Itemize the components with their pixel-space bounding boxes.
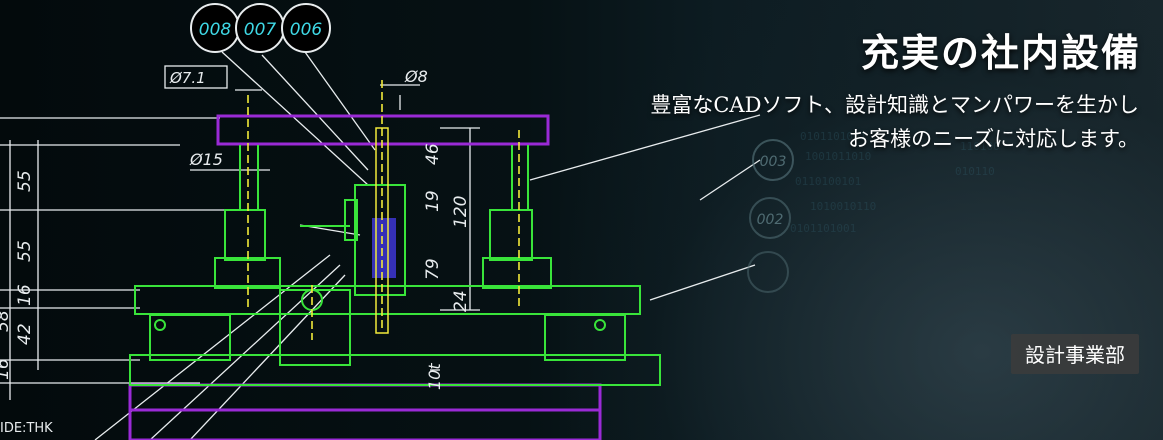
svg-text:010110: 010110 — [955, 165, 995, 178]
subheadline-line-1: 豊富なCADソフト、設計知識とマンパワーを生かし — [650, 93, 1139, 117]
faded-balloon-circle — [749, 197, 791, 239]
faded-balloon-label: 002 — [757, 212, 784, 228]
faded-balloon-circle — [747, 251, 789, 293]
division-badge: 設計事業部 — [1011, 334, 1139, 374]
frame-lines — [0, 84, 480, 400]
faded-balloon-label: 003 — [760, 154, 787, 170]
dimension-labels: Ø7.1 Ø8 Ø15 46 19 120 79 24 55 55 16 58 … — [0, 65, 471, 436]
svg-text:0110100101: 0110100101 — [795, 175, 861, 188]
dim-79: 79 — [423, 258, 443, 280]
label-thickness: 10t — [425, 363, 444, 390]
subheadline-line-2: お客様のニーズに対応します。 — [848, 127, 1139, 151]
balloon-label: 007 — [244, 20, 277, 40]
svg-text:0101101001: 0101101001 — [790, 222, 856, 235]
dim-58: 58 — [0, 310, 13, 332]
svg-text:110100: 110100 — [960, 140, 1000, 153]
phi-71-box — [164, 65, 228, 89]
dim-19: 19 — [423, 190, 443, 212]
label-phi-8: Ø8 — [404, 67, 428, 86]
svg-text:1001011010: 1001011010 — [805, 150, 871, 163]
label-side: IDE:THK — [0, 421, 53, 436]
headline: 充実の社内設備 — [860, 30, 1141, 75]
dim-120: 120 — [451, 196, 471, 228]
balloon-label: 006 — [290, 20, 323, 40]
label-phi-71: Ø7.1 — [169, 69, 206, 87]
balloon-label: 008 — [199, 20, 232, 40]
svg-text:1010010110: 1010010110 — [810, 200, 876, 213]
dim-55-bottom: 55 — [15, 240, 35, 262]
dim-46: 46 — [423, 143, 443, 165]
dim-24: 24 — [451, 290, 471, 312]
dim-16-bottom: 16 — [0, 358, 13, 380]
dim-55-top: 55 — [15, 170, 35, 192]
subheadline: 豊富なCADソフト、設計知識とマンパワーを生かし お客様のニーズに対応します。 — [650, 88, 1139, 156]
center-lines — [247, 80, 520, 340]
binary-texture: 0101101001 1001011010 0110100101 1010010… — [790, 130, 1000, 235]
shaft-outline — [375, 127, 389, 334]
faded-balloon-circle — [752, 139, 794, 181]
label-phi-15: Ø15 — [189, 150, 223, 169]
svg-text:0101101001: 0101101001 — [800, 130, 866, 143]
balloon-group: 008 007 006 003 002 — [190, 3, 794, 293]
dim-16-top: 16 — [15, 284, 35, 306]
balloon-circle — [281, 3, 331, 53]
dim-42: 42 — [15, 323, 35, 345]
